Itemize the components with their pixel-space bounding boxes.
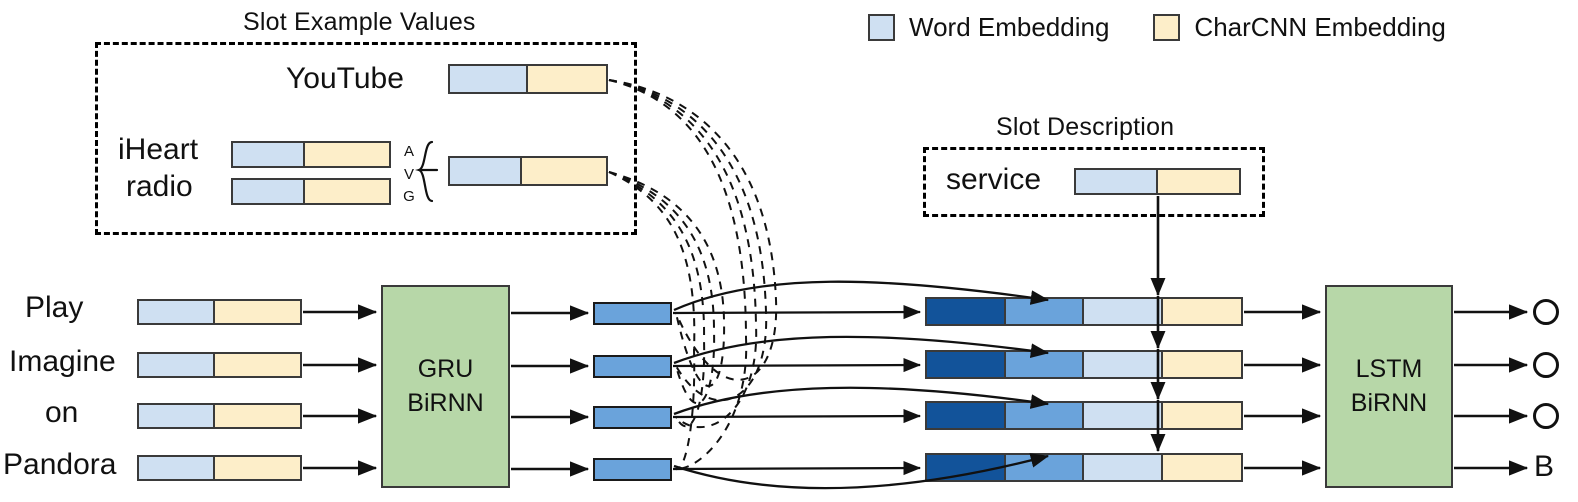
input-embedding-bar (137, 352, 302, 378)
embedding-bar-youtube (448, 64, 608, 94)
decoder-to-output-arrows (1454, 304, 1529, 476)
encoder-block-label: GRU BiRNN (407, 353, 483, 421)
word-embedding-segment (233, 180, 305, 203)
hidden-state-bar (593, 302, 672, 325)
concat-segment-mid (1005, 352, 1084, 377)
concat-segment-cream (1162, 299, 1241, 324)
charcnn-embedding-segment (214, 457, 300, 479)
encoder-line-2: BiRNN (407, 388, 484, 417)
encoder-to-hidden-arrows (511, 305, 590, 477)
concat-segment-cream (1162, 455, 1241, 480)
output-tag-o (1533, 403, 1559, 429)
avg-letter: A (403, 143, 414, 160)
legend-item-charcnn-embedding: CharCNN Embedding (1153, 12, 1446, 43)
word-embedding-segment (450, 66, 528, 92)
avg-label: A V G (401, 141, 417, 209)
input-embedding-bar (137, 299, 302, 325)
legend-item-word-embedding: Word Embedding (868, 12, 1109, 43)
concat-segment-light (1084, 299, 1163, 324)
hidden-state-bar (593, 458, 672, 481)
charcnn-embedding-segment (304, 180, 389, 203)
input-token-play: Play (25, 291, 84, 324)
charcnn-embedding-segment (528, 66, 606, 92)
concat-segment-mid (1005, 299, 1084, 324)
charcnn-embedding-segment (214, 301, 300, 323)
input-embedding-bar (137, 455, 302, 481)
decoder-line-2: BiRNN (1350, 388, 1428, 417)
concat-segment-light (1084, 352, 1163, 377)
concat-feature-bar (925, 350, 1243, 379)
avg-letter: V (403, 165, 414, 183)
concat-feature-bar (925, 401, 1243, 430)
slot-description-name: service (946, 163, 1042, 196)
concat-to-decoder-arrows (1244, 304, 1322, 476)
concat-segment-mid (1005, 403, 1084, 428)
hidden-to-concat-arrows (672, 305, 922, 476)
word-embedding-segment (139, 457, 215, 479)
concat-segment-mid (1005, 455, 1084, 480)
legend-label: Word Embedding (909, 12, 1110, 42)
concat-segment-cream (1162, 403, 1241, 428)
output-tag-o (1533, 299, 1559, 325)
charcnn-embedding-segment (1157, 170, 1239, 193)
word-embedding-segment (233, 143, 305, 166)
hidden-state-bar (593, 406, 672, 429)
legend-swatch-icon (868, 14, 895, 41)
charcnn-embedding-segment (214, 354, 300, 376)
slot-description-title: Slot Description (996, 113, 1175, 141)
word-embedding-segment (1076, 170, 1158, 193)
slot-example-value-radio: radio (126, 170, 193, 203)
slot-example-value-iheart: iHeart (118, 133, 199, 166)
word-embedding-segment (139, 301, 215, 323)
word-embedding-segment (450, 158, 522, 184)
concat-segment-light (1084, 403, 1163, 428)
concat-segment-dark (927, 403, 1006, 428)
slot-description-box (923, 147, 1265, 217)
decoder-block-lstm-birnn: LSTM BiRNN (1325, 285, 1453, 488)
avg-letter: G (403, 188, 415, 205)
input-embedding-bar (137, 403, 302, 429)
charcnn-embedding-segment (214, 405, 300, 427)
legend-swatch-icon (1153, 14, 1181, 41)
input-token-on: on (45, 396, 79, 429)
embedding-bar-radio (231, 178, 391, 205)
charcnn-embedding-segment (304, 143, 389, 166)
encoder-line-1: GRU (417, 354, 474, 383)
concat-segment-light (1084, 455, 1163, 480)
concat-segment-dark (927, 352, 1006, 377)
concat-feature-bar (925, 453, 1243, 482)
decoder-block-label: LSTM BiRNN (1351, 353, 1427, 421)
hidden-state-bar (593, 355, 672, 378)
input-token-pandora: Pandora (3, 448, 117, 481)
decoder-line-1: LSTM (1355, 354, 1423, 383)
embedding-bar-averaged (448, 156, 608, 186)
concat-segment-cream (1162, 352, 1241, 377)
charcnn-embedding-segment (521, 158, 606, 184)
concat-feature-bar (925, 297, 1243, 326)
slot-example-title: Slot Example Values (243, 8, 476, 36)
concat-segment-dark (927, 299, 1006, 324)
input-to-encoder-arrows (303, 304, 378, 476)
embedding-bar-slot-description (1074, 168, 1241, 195)
legend-label: CharCNN Embedding (1194, 12, 1446, 42)
word-embedding-segment (139, 354, 215, 376)
output-tag-o (1533, 352, 1559, 378)
embedding-bar-iheart (231, 141, 391, 168)
output-tag-b: B (1534, 450, 1555, 483)
word-embedding-segment (139, 405, 215, 427)
concat-segment-dark (927, 455, 1006, 480)
slot-example-value-youtube: YouTube (286, 62, 404, 95)
legend: Word Embedding CharCNN Embedding (868, 12, 1446, 43)
input-token-imagine: Imagine (9, 345, 116, 378)
encoder-block-gru-birnn: GRU BiRNN (381, 285, 510, 488)
